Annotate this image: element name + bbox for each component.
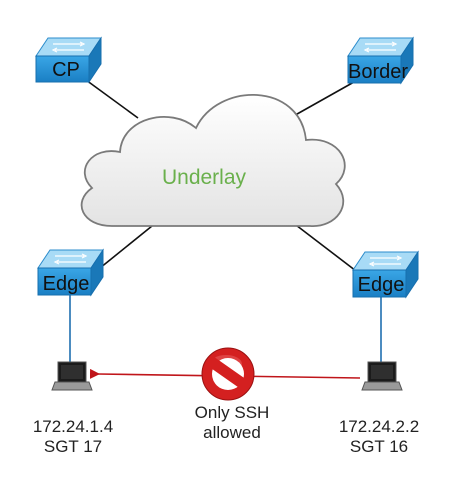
host-right-sgt: SGT 16	[350, 437, 408, 456]
link-cp-underlay	[85, 79, 139, 119]
border-label: Border	[348, 61, 408, 83]
host-left-ip: 172.24.1.4	[33, 417, 113, 436]
laptop-icon	[361, 361, 403, 391]
switch-icon	[35, 36, 102, 84]
host-left-sgt: SGT 17	[44, 437, 102, 456]
host-left	[51, 361, 93, 391]
cloud-label: Underlay	[162, 166, 247, 189]
edge-right-switch: Edge	[352, 250, 419, 299]
host-right	[361, 361, 403, 391]
edge-right-label: Edge	[358, 274, 405, 296]
edge-left-label: Edge	[43, 273, 90, 295]
policy-line-2: allowed	[203, 423, 261, 442]
policy-line-1: Only SSH	[195, 403, 270, 422]
switch-icon	[352, 250, 419, 299]
edge-left-switch: Edge	[37, 248, 104, 297]
laptop-icon	[51, 361, 93, 391]
link-border-underlay	[289, 81, 355, 119]
link-edge-right-underlay	[291, 221, 361, 275]
no-entry-icon	[201, 347, 255, 401]
switch-icon	[37, 248, 104, 297]
switch-icon	[347, 36, 414, 85]
cp-switch: CP	[35, 36, 102, 84]
border-switch: Border	[347, 36, 414, 85]
underlay-cloud: Underlay	[80, 94, 346, 227]
host-right-ip: 172.24.2.2	[339, 417, 419, 436]
cp-label: CP	[52, 59, 80, 81]
link-edge-left-underlay	[99, 225, 153, 269]
